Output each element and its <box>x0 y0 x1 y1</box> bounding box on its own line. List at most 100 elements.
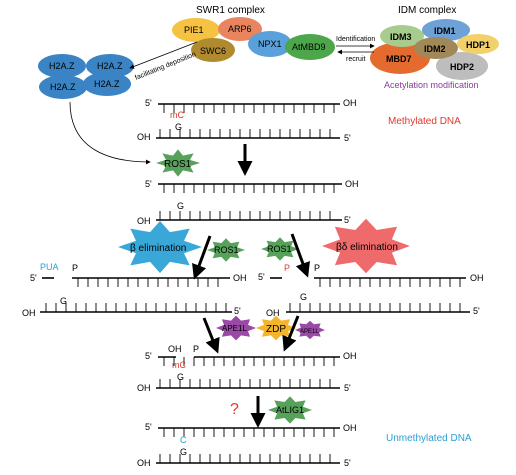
ros1-small-right-label: ROS1 <box>267 244 292 254</box>
zdp-badge <box>256 315 296 341</box>
gap-methyl-c: mC <box>172 360 186 370</box>
atlig1-badge <box>268 396 312 424</box>
hdp2-label: HDP2 <box>450 62 474 72</box>
beta-oh: OH <box>233 273 247 283</box>
h2az-cluster: H2A.Z H2A.Z H2A.Z H2A.Z <box>38 54 134 99</box>
h2az-label-4: H2A.Z <box>94 79 120 89</box>
final-oh: OH <box>343 423 357 433</box>
identification-label: Identification <box>336 36 375 43</box>
deposition-label: facilitating deposition <box>134 51 197 82</box>
final-5prime-bottom: 5' <box>344 458 351 468</box>
h2az-node-2 <box>86 54 134 78</box>
converge-arrow-left <box>202 317 220 354</box>
h2az-node-3 <box>39 75 87 99</box>
idm-title: IDM complex <box>398 5 456 16</box>
s2-5prime-bottom: 5' <box>344 215 351 225</box>
h2az-label-1: H2A.Z <box>49 61 75 71</box>
gap-phosphate: P <box>193 344 199 354</box>
down-arrow-right <box>290 233 310 278</box>
dna-beta-product: PUA 5' P OH G OH 5' <box>22 262 247 318</box>
gap-oh-right: OH <box>343 351 357 361</box>
bd-5prime-bottom: 5' <box>473 306 480 316</box>
idm2-label: IDM2 <box>424 44 446 54</box>
beta-elimination-badge <box>118 221 202 273</box>
h2az-to-ros1-arrow <box>69 101 151 165</box>
bd-phosphate-red: P <box>284 263 290 273</box>
hdp1-label: HDP1 <box>466 40 490 50</box>
beta-5prime: 5' <box>30 273 37 283</box>
idm1-node <box>422 19 470 41</box>
dna-gapped: OH P 5' OH mC G OH 5' <box>137 344 357 393</box>
ros1-small-right <box>261 237 299 261</box>
gap-5prime: 5' <box>145 351 152 361</box>
top-5prime: 5' <box>145 98 152 108</box>
beta-oh-bottom: OH <box>22 308 36 318</box>
unmethylated-dna: 5' OH C G OH 5' <box>137 422 357 468</box>
bd-guanine: G <box>300 292 307 302</box>
deposition-arrow <box>129 41 198 69</box>
npx1-node <box>248 31 292 57</box>
swc6-label: SWC6 <box>200 46 226 56</box>
ape1l-badge <box>216 315 256 341</box>
final-cytosine: C <box>180 435 187 445</box>
bottom-oh: OH <box>137 132 151 142</box>
hdp2-node <box>436 52 488 80</box>
converge-arrow-right <box>282 315 300 352</box>
betadelta-elimination-label: βδ elimination <box>336 242 398 253</box>
bottom-5prime: 5' <box>344 133 351 143</box>
s2-oh-bottom: OH <box>137 216 151 226</box>
methylated-dna-label: Methylated DNA <box>388 116 461 127</box>
idm2-node <box>414 37 458 59</box>
dna-step-2: 5' OH G OH 5' <box>137 179 359 226</box>
dna-betadelta-product: 5' P P OH G OH 5' <box>258 263 484 318</box>
bottom-ticks <box>159 129 331 138</box>
unmethylated-dna-label: Unmethylated DNA <box>386 433 472 444</box>
hdp1-node <box>457 34 499 54</box>
final-guanine: G <box>180 447 187 457</box>
s2-guanine: G <box>177 201 184 211</box>
final-5prime: 5' <box>145 422 152 432</box>
methyl-c: mC <box>170 110 184 120</box>
zdp-label: ZDP <box>266 324 286 335</box>
bd-5prime: 5' <box>258 272 265 282</box>
arp6-label: ARP6 <box>228 24 252 34</box>
bd-phosphate: P <box>314 263 320 273</box>
beta-phosphate: P <box>72 263 78 273</box>
swc6-node <box>191 38 235 62</box>
question-mark: ? <box>230 401 239 418</box>
betadelta-elimination-badge <box>322 218 410 274</box>
gap-5prime-bottom: 5' <box>344 383 351 393</box>
pua-label: PUA <box>40 262 59 272</box>
beta-5prime-bottom: 5' <box>234 306 241 316</box>
bottom-guanine: G <box>175 122 182 132</box>
idm3-node <box>380 25 424 47</box>
methylated-dna: 5' OH mC G OH 5' <box>137 98 357 143</box>
ape1l-small-label: APE1L <box>300 329 319 335</box>
gap-oh: OH <box>168 344 182 354</box>
idm-complex: HDP2 MBD7 IDM3 IDM1 IDM2 HDP1 <box>370 19 499 80</box>
top-ticks <box>163 104 335 113</box>
idm3-label: IDM3 <box>390 32 412 42</box>
ros1-small-left <box>207 238 245 262</box>
beta-elimination-label: β elimination <box>130 243 186 254</box>
h2az-node-1 <box>38 54 86 78</box>
pie1-label: PIE1 <box>184 25 204 35</box>
npx1-label: NPX1 <box>258 39 282 49</box>
down-arrow-left <box>192 235 212 280</box>
s2-oh: OH <box>345 179 359 189</box>
idm1-label: IDM1 <box>434 26 456 36</box>
final-oh-bottom: OH <box>137 458 151 468</box>
gap-oh-bottom: OH <box>137 383 151 393</box>
beta-guanine: G <box>60 296 67 306</box>
s2-5prime: 5' <box>145 179 152 189</box>
top-oh: OH <box>343 98 357 108</box>
swr1-title: SWR1 complex <box>196 5 265 16</box>
ros1-label: ROS1 <box>164 159 192 170</box>
mbd7-label: MBD7 <box>386 54 412 64</box>
h2az-node-4 <box>83 72 131 96</box>
ape1l-small-badge <box>295 320 325 340</box>
bd-oh: OH <box>470 273 484 283</box>
gap-guanine: G <box>177 372 184 382</box>
recruit-label: recruit <box>346 56 366 63</box>
